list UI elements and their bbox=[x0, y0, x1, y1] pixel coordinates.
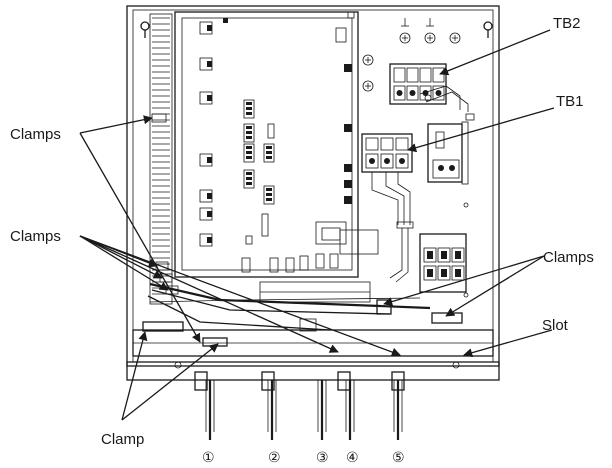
cable-harness bbox=[147, 281, 431, 331]
cable-number-3: ③ bbox=[316, 450, 329, 466]
cable-number-5: ⑤ bbox=[392, 450, 405, 466]
left-connector-strip bbox=[149, 13, 173, 305]
pcb-bottom-components bbox=[241, 213, 339, 273]
label-tb1: TB1 bbox=[556, 93, 584, 110]
circuit-breaker bbox=[427, 123, 463, 183]
mounting-hole-right bbox=[483, 21, 493, 38]
pcb-connectors-left bbox=[199, 21, 213, 247]
cable-number-1: ① bbox=[202, 450, 215, 466]
terminal-block-tb1 bbox=[361, 133, 413, 173]
mounting-hole-left bbox=[140, 21, 150, 38]
ground-terminals bbox=[362, 18, 461, 92]
leader-lines bbox=[79, 29, 555, 421]
label-clamps-middle: Clamps bbox=[10, 228, 61, 245]
dip-switches bbox=[243, 99, 275, 205]
main-circuit-board bbox=[174, 11, 379, 278]
exiting-cables bbox=[194, 371, 405, 440]
label-clamp: Clamp bbox=[101, 431, 144, 448]
internal-wiring bbox=[371, 85, 469, 283]
label-clamps-right: Clamps bbox=[543, 249, 594, 266]
label-clamps-upper: Clamps bbox=[10, 126, 61, 143]
bottom-rail bbox=[132, 318, 494, 357]
label-tb2: TB2 bbox=[553, 15, 581, 32]
cable-number-2: ② bbox=[268, 450, 281, 466]
terminal-block-tb2 bbox=[362, 18, 461, 105]
cable-number-4: ④ bbox=[346, 450, 359, 466]
label-slot: Slot bbox=[542, 317, 569, 334]
relay-block bbox=[419, 233, 467, 293]
bottom-plate bbox=[126, 361, 500, 381]
